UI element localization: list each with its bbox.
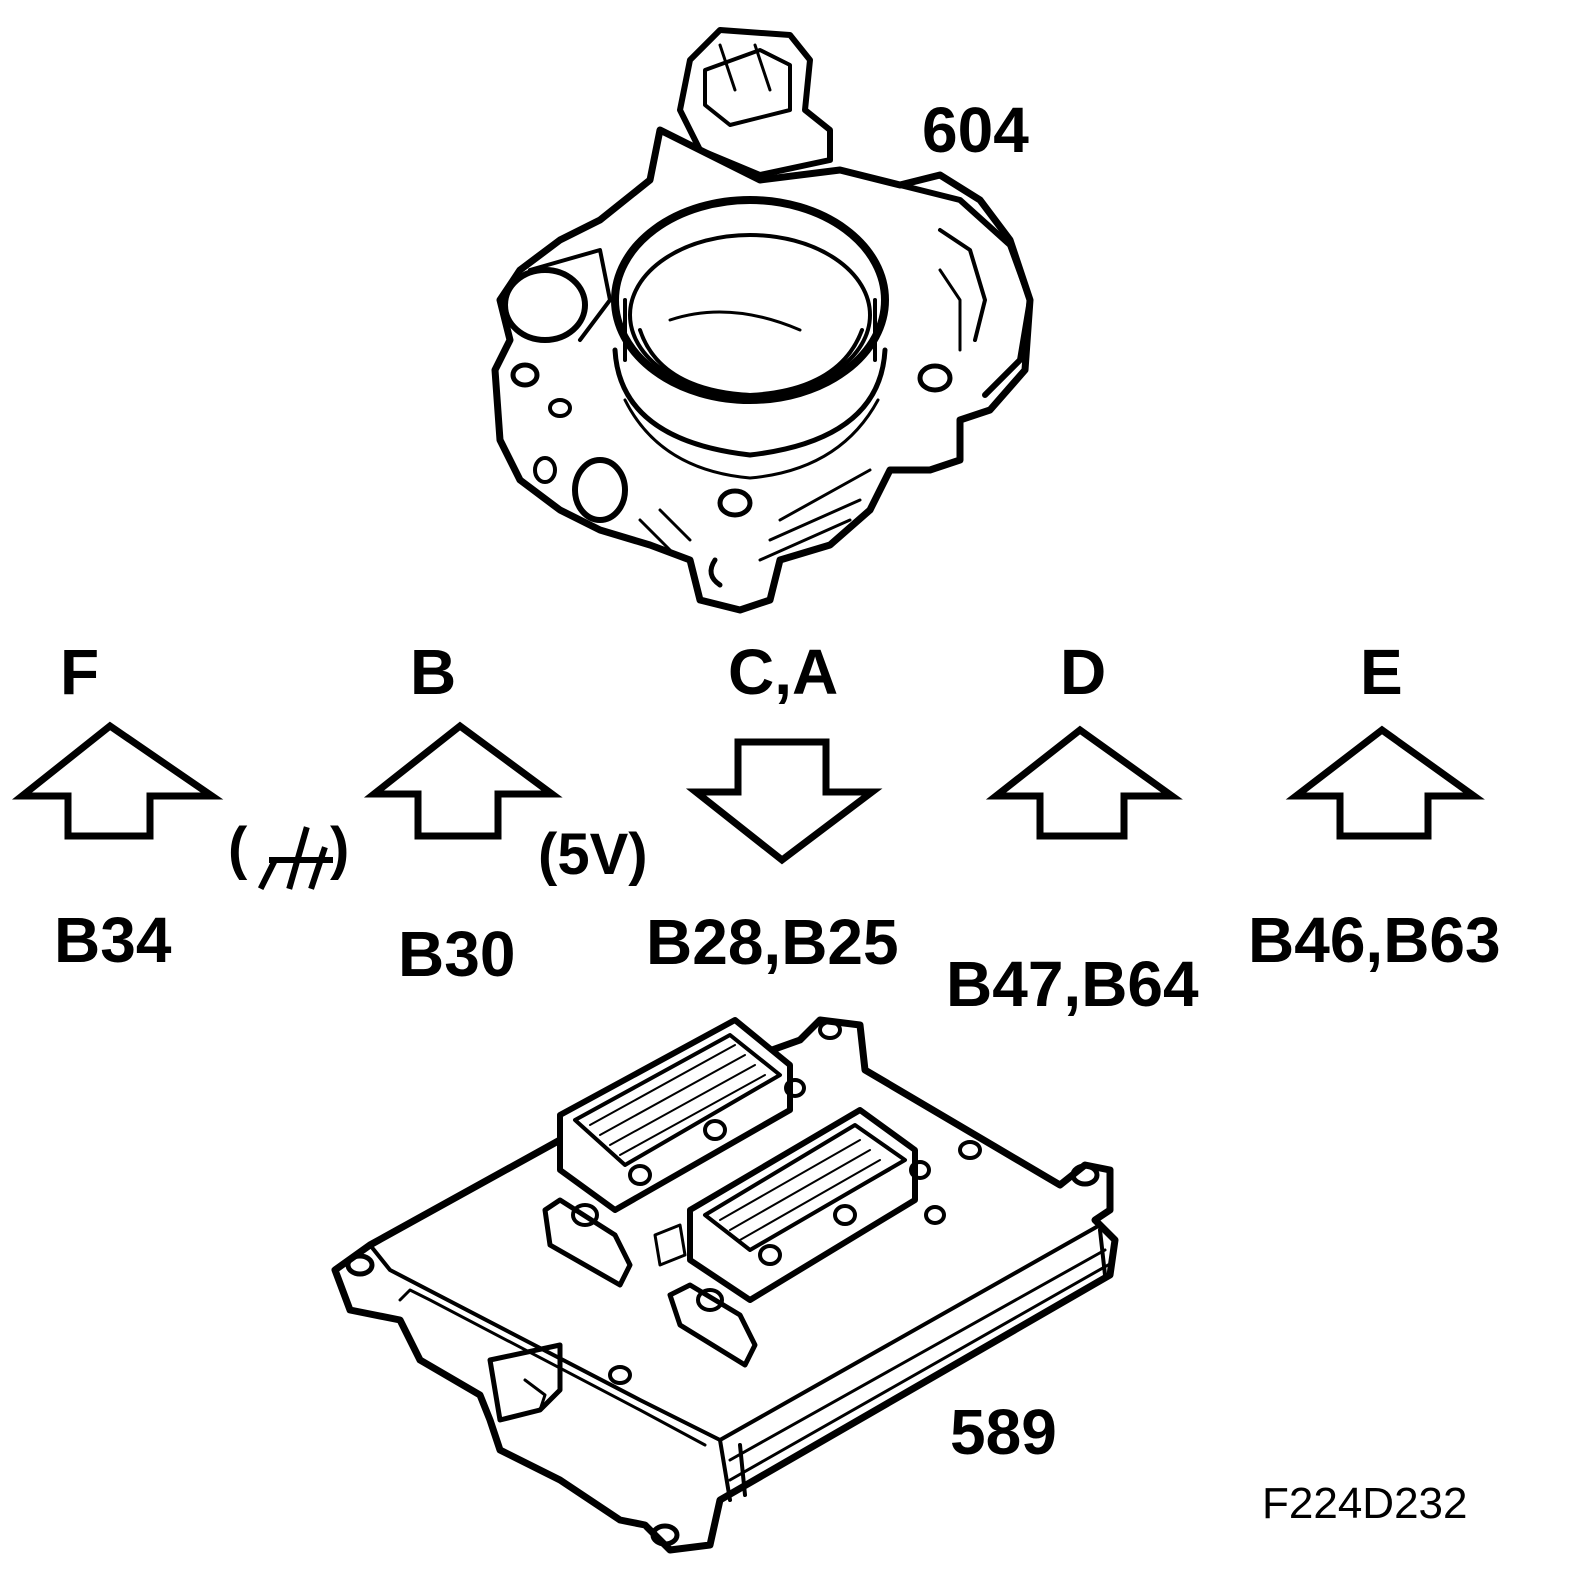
arrow-down-icon	[685, 738, 883, 865]
arrow-up-icon	[11, 721, 224, 840]
ground-paren-close: )	[330, 816, 350, 881]
terminal-label-b47-b64: B47,B64	[946, 948, 1199, 1020]
pin-label-b: B	[410, 636, 457, 708]
figure-id: F224D232	[1262, 1479, 1468, 1528]
pin-label-ca: C,A	[728, 636, 839, 708]
pin-label-e: E	[1360, 636, 1403, 708]
arrow-up-icon	[363, 721, 563, 840]
terminal-label-b30: B30	[398, 918, 516, 990]
terminal-label-b28-b25: B28,B25	[646, 906, 899, 978]
arrow-up-icon	[985, 725, 1183, 840]
ground-paren-open: (	[228, 816, 248, 881]
control-module-illustration	[331, 1016, 1119, 1554]
throttle-body-illustration	[491, 27, 1034, 614]
control-module-number: 589	[950, 1396, 1057, 1468]
ground-icon	[257, 826, 333, 891]
terminal-label-b46-b63: B46,B63	[1248, 904, 1501, 976]
pin-label-d: D	[1060, 636, 1107, 708]
pin-label-f: F	[60, 636, 100, 708]
throttle-body-number: 604	[922, 94, 1029, 166]
terminal-label-b34: B34	[54, 904, 172, 976]
voltage-note: (5V)	[538, 822, 648, 887]
arrow-up-icon	[1285, 725, 1485, 840]
